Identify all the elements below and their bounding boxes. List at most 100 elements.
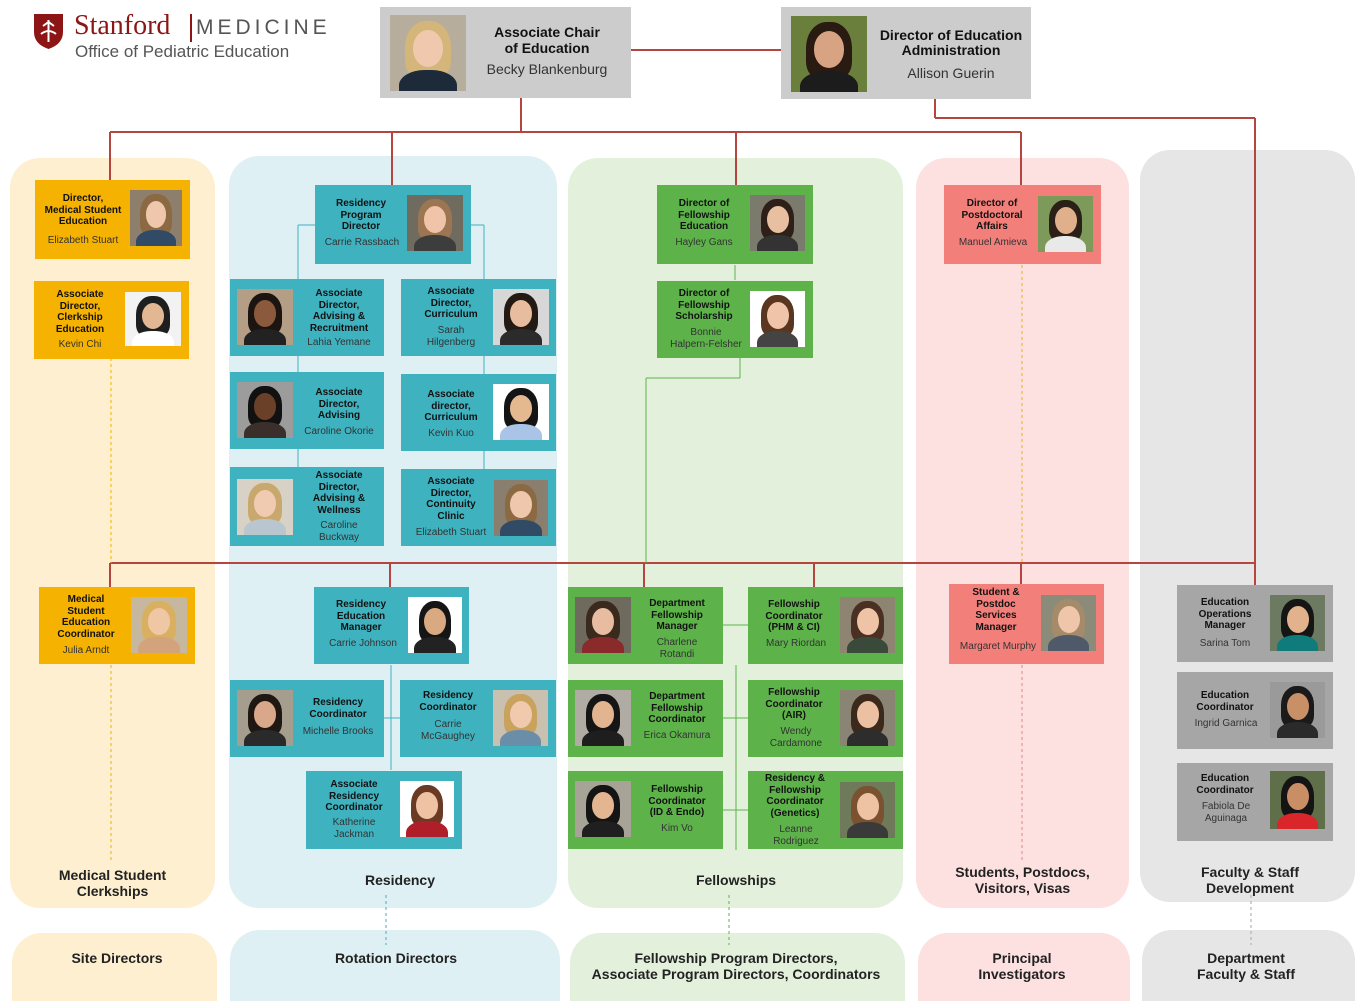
name-fel-coord-gen: Leanne Rodriguez xyxy=(773,824,819,847)
box-res-ad-clinic: Associate Director, Continuity Clinic El… xyxy=(401,469,556,546)
logo-office-text: Office of Pediatric Education xyxy=(75,42,290,61)
box-associate-chair: Associate Chair of Education Becky Blank… xyxy=(380,7,631,98)
role-fac-coord1: Education Coordinator xyxy=(1196,690,1254,713)
role-res-coord2: Residency Coordinator xyxy=(419,690,477,713)
bottom-site-directors-bg xyxy=(12,933,217,1001)
role-director-education-admin: Director of Education Administration xyxy=(879,27,1023,58)
bottom-title-rotation-directors: Rotation Directors xyxy=(334,950,458,966)
photo-med-director xyxy=(130,190,182,246)
photo-res-coord1 xyxy=(237,690,293,746)
box-res-coord1: Residency Coordinator Michelle Brooks xyxy=(230,680,384,757)
name-fel-dept-mgr: Charlene Rotandi xyxy=(656,637,698,660)
bottom-title-department-faculty: Department Faculty & Staff xyxy=(1196,950,1295,982)
role-fel-coord-phm: Fellowship Coordinator (PHM & CI) xyxy=(765,599,823,633)
bottom-title-fellowship-directors: Fellowship Program Directors, Associate … xyxy=(591,950,881,982)
role-res-ad-wellness: Associate Director, Advising & Wellness xyxy=(312,470,366,516)
name-med-director: Elizabeth Stuart xyxy=(47,235,119,246)
role-res-director: Residency Program Director xyxy=(335,198,387,232)
role-stu-manager: Student & Postdoc Services Manager xyxy=(972,587,1020,633)
name-res-ad-clinic: Elizabeth Stuart xyxy=(415,527,487,538)
box-stu-manager: Student & Postdoc Services Manager Marga… xyxy=(949,584,1104,664)
role-res-ad-curr1: Associate Director, Curriculum xyxy=(424,286,478,320)
name-res-assoc-coord: Katherine Jackman xyxy=(332,817,376,840)
role-fel-coord-id: Fellowship Coordinator (ID & Endo) xyxy=(648,784,706,818)
box-fac-coord2: Education Coordinator Fabiola De Aguinag… xyxy=(1177,763,1333,841)
role-med-assoc: Associate Director, Clerkship Education xyxy=(55,289,105,335)
photo-res-ad-curr2 xyxy=(493,384,549,440)
bottom-department-faculty-bg xyxy=(1142,930,1355,1001)
photo-director-education-admin xyxy=(791,16,867,92)
box-fel-coord-gen: Residency & Fellowship Coordinator (Gene… xyxy=(748,771,903,849)
photo-fel-coord-air xyxy=(840,690,895,746)
box-res-ad-wellness: Associate Director, Advising & Wellness … xyxy=(230,467,384,546)
photo-res-ad-recruit xyxy=(237,289,293,345)
bottom-fellowship-directors-bg xyxy=(570,933,905,1001)
photo-associate-chair xyxy=(390,15,466,91)
role-res-assoc-coord: Associate Residency Coordinator xyxy=(325,779,383,813)
name-res-ad-curr1: Sarah Hilgenberg xyxy=(426,325,476,348)
bottom-rotation-directors-bg xyxy=(230,930,560,1001)
bottom-title-principal-investigators: Principal Investigators xyxy=(978,950,1066,982)
box-fel-coord-phm: Fellowship Coordinator (PHM & CI) Mary R… xyxy=(748,587,903,664)
photo-res-ad-curr1 xyxy=(493,289,549,345)
name-res-ad-wellness: Caroline Buckway xyxy=(318,520,359,543)
photo-res-manager xyxy=(408,597,462,653)
box-res-director: Residency Program Director Carrie Rassba… xyxy=(315,185,471,264)
box-stu-director: Director of Postdoctoral Affairs Manuel … xyxy=(944,185,1101,264)
box-res-assoc-coord: Associate Residency Coordinator Katherin… xyxy=(306,771,462,849)
name-res-ad-advising: Caroline Okorie xyxy=(304,426,374,437)
name-fel-dept-coord: Erica Okamura xyxy=(643,730,711,741)
photo-fel-dept-coord xyxy=(575,690,631,746)
photo-med-coord xyxy=(131,597,187,653)
box-fac-coord1: Education Coordinator Ingrid Garnica xyxy=(1177,672,1333,749)
name-fac-ops: Sarina Tom xyxy=(1199,638,1251,649)
name-fel-scholar: Bonnie Halpern-Felsher xyxy=(670,327,742,350)
name-res-director: Carrie Rassbach xyxy=(324,237,400,248)
box-res-ad-advising: Associate Director, Advising Caroline Ok… xyxy=(230,372,384,449)
stanford-shield-logo xyxy=(32,12,65,50)
box-fel-dept-coord: Department Fellowship Coordinator Erica … xyxy=(568,680,723,757)
column-title-fellowships: Fellowships xyxy=(695,872,777,888)
column-title-residency: Residency xyxy=(364,872,436,888)
role-fel-director: Director of Fellowship Education xyxy=(678,198,730,232)
box-director-education-admin: Director of Education Administration All… xyxy=(781,7,1031,99)
logo-separator xyxy=(190,14,192,42)
box-fac-ops: Education Operations Manager Sarina Tom xyxy=(1177,585,1333,662)
name-stu-manager: Margaret Murphy xyxy=(959,641,1037,652)
name-med-coord: Julia Arndt xyxy=(62,645,110,656)
role-associate-chair: Associate Chair of Education xyxy=(494,24,600,56)
photo-res-ad-advising xyxy=(237,382,293,438)
box-fel-coord-id: Fellowship Coordinator (ID & Endo) Kim V… xyxy=(568,771,723,849)
role-med-coord: Medical Student Education Coordinator xyxy=(57,594,115,640)
photo-res-director xyxy=(407,195,463,251)
photo-stu-manager xyxy=(1041,595,1096,651)
role-fel-coord-air: Fellowship Coordinator (AIR) xyxy=(765,687,823,721)
name-res-manager: Carrie Johnson xyxy=(329,638,397,649)
photo-fel-coord-phm xyxy=(840,597,895,653)
role-med-director: Director, Medical Student Education xyxy=(44,193,122,227)
photo-res-ad-wellness xyxy=(237,479,293,535)
name-res-ad-recruit: Lahia Yemane xyxy=(307,337,371,348)
name-med-assoc: Kevin Chi xyxy=(58,339,102,350)
logo-stanford-text: Stanford xyxy=(74,10,171,41)
column-title-students: Students, Postdocs, Visitors, Visas xyxy=(955,864,1090,896)
photo-res-ad-clinic xyxy=(494,480,548,536)
role-fel-dept-mgr: Department Fellowship Manager xyxy=(649,598,705,632)
role-res-ad-recruit: Associate Director, Advising & Recruitme… xyxy=(309,288,369,334)
photo-fel-coord-gen xyxy=(840,782,895,838)
role-fac-coord2: Education Coordinator xyxy=(1196,773,1254,796)
role-fel-coord-gen: Residency & Fellowship Coordinator (Gene… xyxy=(764,773,826,819)
photo-fel-director xyxy=(750,195,805,251)
box-med-coord: Medical Student Education Coordinator Ju… xyxy=(39,587,195,664)
box-fel-coord-air: Fellowship Coordinator (AIR) Wendy Carda… xyxy=(748,680,903,757)
bottom-principal-investigators-bg xyxy=(918,933,1130,1001)
box-med-director: Director, Medical Student Education Eliz… xyxy=(35,180,190,259)
role-fel-scholar: Director of Fellowship Scholarship xyxy=(675,288,733,322)
role-res-manager: Residency Education Manager xyxy=(335,599,387,633)
name-res-ad-curr2: Kevin Kuo xyxy=(428,428,474,439)
box-fel-director: Director of Fellowship Education Hayley … xyxy=(657,185,813,264)
photo-fel-coord-id xyxy=(575,781,631,837)
role-res-ad-clinic: Associate Director, Continuity Clinic xyxy=(426,476,476,522)
photo-fac-ops xyxy=(1270,595,1325,651)
photo-fel-scholar xyxy=(750,291,805,347)
